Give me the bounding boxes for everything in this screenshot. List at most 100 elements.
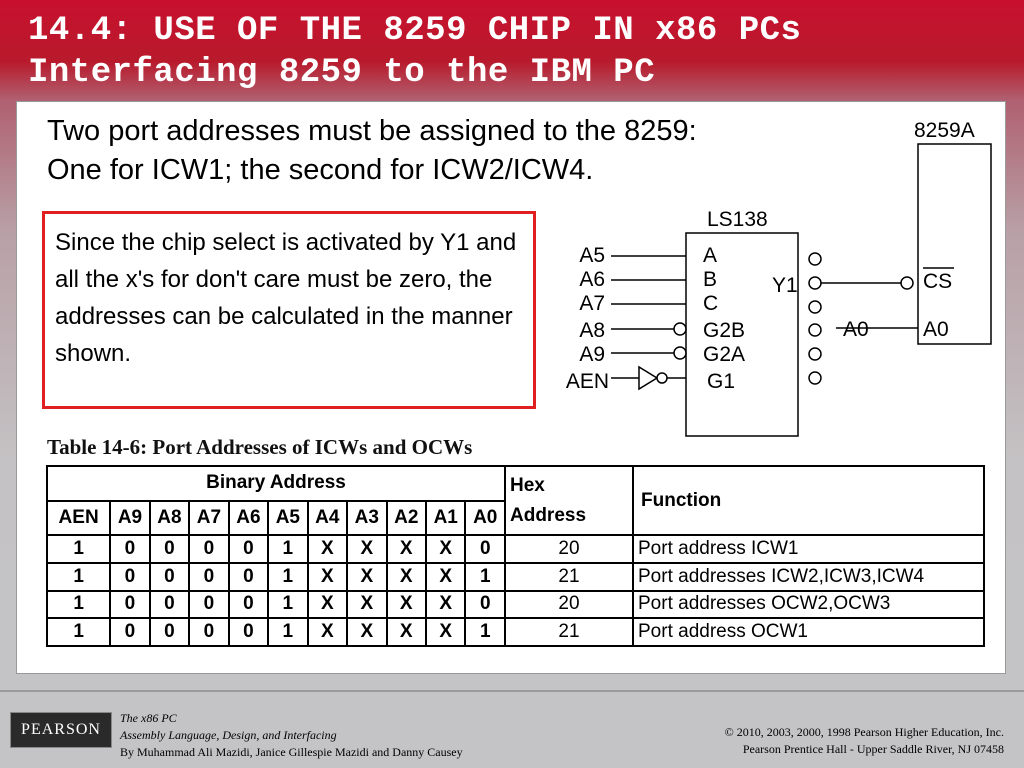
bit-cell: 1 xyxy=(45,617,112,647)
footer-divider xyxy=(0,690,1024,692)
bit-header: A8 xyxy=(148,499,191,537)
content-box: Two port addresses must be assigned to t… xyxy=(16,101,1006,674)
bit-cell: 1 xyxy=(464,617,506,647)
decoder-label: LS138 xyxy=(707,208,768,231)
bit-header: A7 xyxy=(188,499,230,537)
bit-cell: 0 xyxy=(188,534,230,564)
bit-cell: 1 xyxy=(464,561,506,592)
header-function: Function xyxy=(632,464,985,537)
slide-title: 14.4: USE OF THE 8259 CHIP IN x86 PCs In… xyxy=(28,10,801,94)
circuit-diagram: 8259A LS138 A5 A6 A7 A8 A9 AEN xyxy=(566,119,992,437)
copyright-line: © 2010, 2003, 2000, 1998 Pearson Higher … xyxy=(724,725,1004,739)
function-cell: Port addresses ICW2,ICW3,ICW4 xyxy=(632,561,985,592)
bit-cell: X xyxy=(306,589,349,620)
input-a8: A8 xyxy=(579,319,605,342)
bit-cell: X xyxy=(385,589,427,620)
bit-cell: 1 xyxy=(45,589,112,620)
bit-cell: 0 xyxy=(464,589,506,620)
bit-cell: 0 xyxy=(148,534,191,564)
bit-cell: 1 xyxy=(267,534,309,564)
bit-cell: 0 xyxy=(148,589,191,620)
bit-cell: 0 xyxy=(148,617,191,647)
table-header-row: Binary Address Hex Address Function xyxy=(46,464,985,537)
bit-cell: 1 xyxy=(267,589,309,620)
bit-header: A2 xyxy=(385,499,427,537)
pin-a: A xyxy=(703,244,717,267)
input-a5: A5 xyxy=(579,244,605,267)
header-hex-line-1: Hex xyxy=(510,474,545,496)
bit-cell: X xyxy=(346,561,388,592)
input-a9: A9 xyxy=(579,343,605,366)
header-binary-address: Binary Address xyxy=(46,465,506,502)
decoder-body xyxy=(685,232,799,437)
bit-cell: X xyxy=(385,561,427,592)
pin-a0: A0 xyxy=(923,318,949,341)
bit-cell: X xyxy=(424,561,467,592)
chip-8259-body xyxy=(917,143,992,345)
bit-cell: 0 xyxy=(109,534,151,564)
bit-cell: 1 xyxy=(45,561,112,592)
function-cell: Port address OCW1 xyxy=(632,617,985,647)
bit-header: AEN xyxy=(45,499,112,537)
bit-cell: X xyxy=(306,534,349,564)
intro-text: Two port addresses must be assigned to t… xyxy=(47,112,697,190)
bit-cell: 0 xyxy=(227,617,270,647)
input-aen: AEN xyxy=(566,370,609,393)
bit-header: A4 xyxy=(306,499,349,537)
header-hex-line-2: Address xyxy=(510,504,587,526)
pin-g2b: G2B xyxy=(703,319,745,342)
table-bit-header-row: AEN A9 A8 A7 A6 A5 A4 A3 A2 A1 A0 xyxy=(45,499,984,537)
function-cell: Port addresses OCW2,OCW3 xyxy=(632,589,985,620)
bit-cell: X xyxy=(306,561,349,592)
copyright: © 2010, 2003, 2000, 1998 Pearson Higher … xyxy=(725,724,1004,758)
bit-cell: 0 xyxy=(109,589,151,620)
bit-cell: 0 xyxy=(188,589,230,620)
bit-header: A3 xyxy=(346,499,388,537)
bit-header: A9 xyxy=(109,499,151,537)
bit-cell: 0 xyxy=(188,561,230,592)
book-authors: By Muhammad Ali Mazidi, Janice Gillespie… xyxy=(120,745,463,759)
bit-header: A0 xyxy=(464,499,506,537)
book-subtitle: Assembly Language, Design, and Interfaci… xyxy=(120,728,337,742)
publisher-line: Pearson Prentice Hall - Upper Saddle Riv… xyxy=(742,742,1004,756)
input-a7: A7 xyxy=(579,292,605,315)
bit-cell: 1 xyxy=(267,617,309,647)
book-title: The x86 PC xyxy=(120,711,177,725)
function-cell: Port address ICW1 xyxy=(632,534,985,564)
bit-cell: X xyxy=(424,589,467,620)
bit-cell: 0 xyxy=(109,617,151,647)
bit-cell: 0 xyxy=(227,534,270,564)
bit-cell: X xyxy=(346,617,388,647)
bit-cell: X xyxy=(306,617,349,647)
bit-header: A1 xyxy=(424,499,467,537)
hex-cell: 21 xyxy=(504,617,634,647)
intro-line-1: Two port addresses must be assigned to t… xyxy=(47,115,697,147)
header-hex-address: Hex Address xyxy=(504,464,634,537)
port-address-table: Binary Address Hex Address Function AEN … xyxy=(45,464,985,647)
bit-header: A6 xyxy=(227,499,270,537)
bit-cell: 0 xyxy=(188,617,230,647)
bit-cell: X xyxy=(385,617,427,647)
chip-8259-label: 8259A xyxy=(914,119,975,142)
bit-header: A5 xyxy=(267,499,309,537)
pearson-logo: PEARSON xyxy=(10,712,112,748)
bit-cell: 1 xyxy=(45,534,112,564)
pin-b: B xyxy=(703,268,717,291)
signal-a0: A0 xyxy=(843,318,869,341)
hex-cell: 21 xyxy=(504,561,634,592)
bit-cell: 0 xyxy=(227,561,270,592)
hex-cell: 20 xyxy=(504,589,634,620)
pin-g2a: G2A xyxy=(703,343,745,366)
book-info: The x86 PC Assembly Language, Design, an… xyxy=(120,710,463,761)
pin-y1: Y1 xyxy=(772,274,798,297)
hex-cell: 20 xyxy=(504,534,634,564)
bit-cell: X xyxy=(385,534,427,564)
intro-line-2: One for ICW1; the second for ICW2/ICW4. xyxy=(47,154,594,186)
title-line-2: Interfacing 8259 to the IBM PC xyxy=(28,54,656,92)
pin-g1: G1 xyxy=(707,370,735,393)
bit-cell: 0 xyxy=(464,534,506,564)
